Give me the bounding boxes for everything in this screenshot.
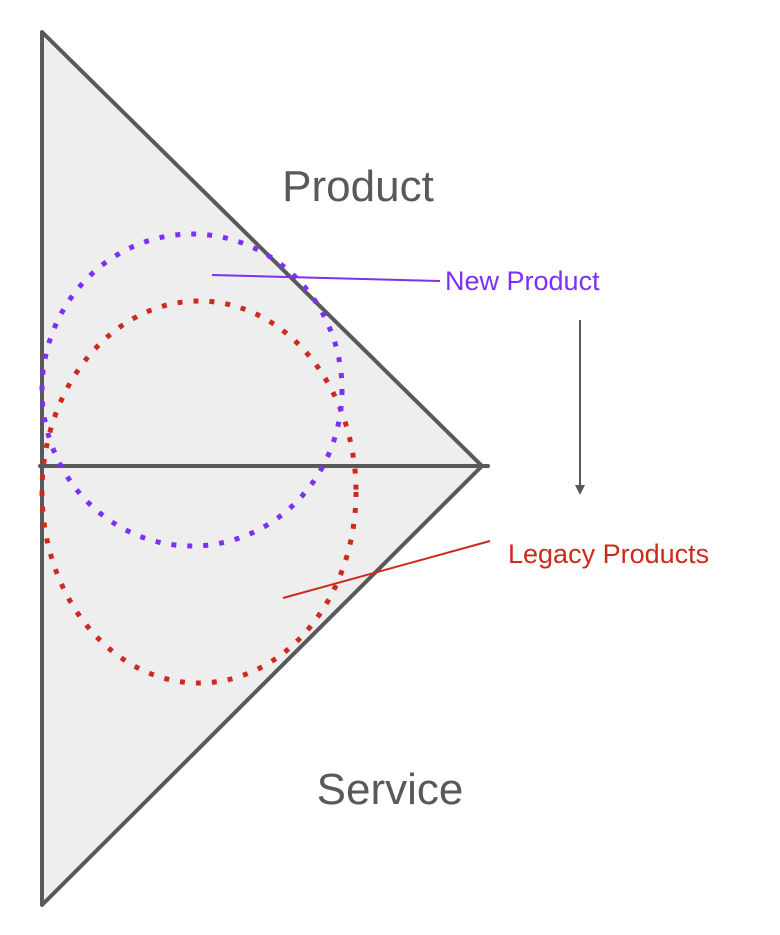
new-product-leader-line	[211, 274, 441, 282]
triangle-shape	[40, 30, 484, 907]
service-label: Service	[317, 765, 464, 814]
legacy-products-callout: Legacy Products	[508, 539, 709, 569]
legacy-products-leader-line	[282, 540, 491, 599]
product-label: Product	[282, 162, 434, 211]
legacy-products-circle	[39, 298, 359, 686]
new-product-callout: New Product	[445, 266, 600, 296]
new-product-circle	[39, 231, 345, 549]
